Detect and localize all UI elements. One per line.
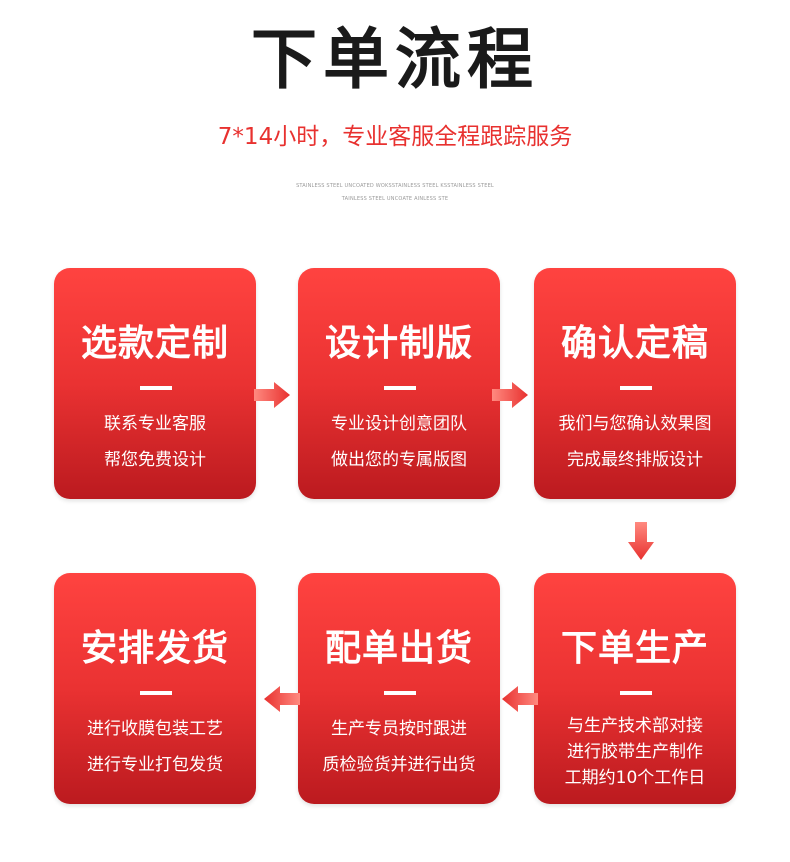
step-card-design-plate: 设计制版 专业设计创意团队 做出您的专属版图 [298, 268, 500, 499]
page-title: 下单流程 [251, 21, 539, 98]
step-title: 下单生产 [560, 628, 709, 669]
arrow-right-icon [492, 382, 528, 408]
step-line: 联系专业客服 [104, 414, 206, 434]
step-line: 我们与您确认效果图 [558, 414, 712, 434]
step-card-confirm-final: 确认定稿 我们与您确认效果图 完成最终排版设计 [534, 268, 736, 499]
title-underline [620, 691, 652, 695]
step-card-select-style: 选款定制 联系专业客服 帮您免费设计 [54, 268, 256, 499]
arrow-left-icon [264, 686, 300, 712]
step-title: 安排发货 [80, 628, 229, 669]
step-line: 进行胶带生产制作 [567, 742, 703, 762]
step-line: 进行专业打包发货 [87, 755, 223, 775]
title-underline [140, 386, 172, 390]
step-description: 我们与您确认效果图 完成最终排版设计 [534, 406, 736, 478]
decorative-text-line-1: STAINLESS STEEL UNCOATED WOKSSTAINLESS S… [296, 183, 494, 189]
step-title: 设计制版 [324, 323, 473, 364]
step-card-dispatch-order: 配单出货 生产专员按时跟进 质检验货并进行出货 [298, 573, 500, 804]
step-title: 选款定制 [80, 323, 229, 364]
step-line: 专业设计创意团队 [331, 414, 467, 434]
title-underline [140, 691, 172, 695]
step-line: 帮您免费设计 [104, 450, 206, 470]
step-description: 联系专业客服 帮您免费设计 [54, 406, 256, 478]
step-description: 与生产技术部对接 进行胶带生产制作 工期约10个工作日 [534, 713, 736, 791]
decorative-text-line-2: TAINLESS STEEL UNCOATE AINLESS STE [341, 196, 449, 202]
step-card-production: 下单生产 与生产技术部对接 进行胶带生产制作 工期约10个工作日 [534, 573, 736, 804]
title-underline [620, 386, 652, 390]
step-line: 与生产技术部对接 [567, 716, 703, 736]
step-line: 生产专员按时跟进 [331, 719, 467, 739]
step-description: 生产专员按时跟进 质检验货并进行出货 [298, 711, 500, 783]
title-underline [384, 386, 416, 390]
arrow-right-icon [254, 382, 290, 408]
page-subtitle: 7*14小时，专业客服全程跟踪服务 [217, 124, 573, 150]
step-line: 进行收膜包装工艺 [87, 719, 223, 739]
title-underline [384, 691, 416, 695]
arrow-down-icon [628, 522, 654, 560]
step-card-shipping: 安排发货 进行收膜包装工艺 进行专业打包发货 [54, 573, 256, 804]
step-description: 专业设计创意团队 做出您的专属版图 [298, 406, 500, 478]
step-line: 工期约10个工作日 [564, 768, 706, 788]
step-title: 配单出货 [324, 628, 473, 669]
step-line: 完成最终排版设计 [567, 450, 703, 470]
step-description: 进行收膜包装工艺 进行专业打包发货 [54, 711, 256, 783]
step-line: 质检验货并进行出货 [322, 755, 476, 775]
arrow-left-icon [502, 686, 538, 712]
step-line: 做出您的专属版图 [331, 450, 467, 470]
step-title: 确认定稿 [560, 323, 709, 364]
